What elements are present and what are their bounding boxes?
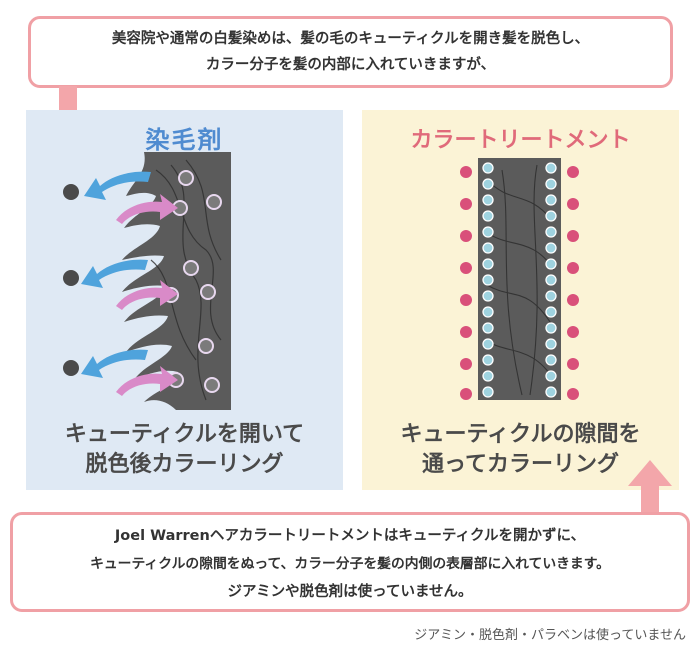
color-treatment-illustration [460,158,579,400]
color-treatment-caption-line-1: キューティクルの隙間を [400,422,641,447]
hair-dye-illustration [63,152,231,410]
hair-dye-panel: 染毛剤 キューティクルを開いて 脱色後カラーリング [26,110,343,490]
hair-dye-caption: キューティクルを開いて 脱色後カラーリング [26,420,343,480]
top-callout-line-1: 美容院や通常の白髪染めは、髪の毛のキューティクルを開き髪を脱色し、 [111,31,590,47]
hair-dye-caption-line-1: キューティクルを開いて [64,422,305,447]
pink-dot-column [460,166,579,400]
top-callout: 美容院や通常の白髪染めは、髪の毛のキューティクルを開き髪を脱色し、 カラー分子を… [28,16,673,88]
up-arrow-icon [628,460,672,516]
footnote: ジアミン・脱色剤・パラベンは使っていません [414,628,686,643]
color-treatment-caption: キューティクルの隙間を 通ってカラーリング [362,420,679,480]
cyan-dot-column [482,162,557,398]
color-treatment-panel: カラートリートメント キューティクルの隙間を 通ってカラーリング [362,110,679,490]
hair-dye-caption-line-2: 脱色後カラーリング [85,452,284,477]
bottom-callout-line-3: ジアミンや脱色剤は使っていません。 [227,584,473,600]
bottom-callout-line-2: キューティクルの隙間をぬって、カラー分子を髪の内側の表層部に入れていきます。 [90,556,610,572]
top-callout-line-2: カラー分子を髪の内部に入れていきますが、 [205,57,496,73]
bottom-callout: Joel Warrenヘアカラートリートメントはキューティクルを開かずに、 キュ… [10,512,690,612]
color-treatment-title: カラートリートメント [410,128,631,153]
bottom-callout-line-1: Joel Warrenヘアカラートリートメントはキューティクルを開かずに、 [114,528,586,544]
hair-dye-title: 染毛剤 [145,126,224,154]
color-treatment-caption-line-2: 通ってカラーリング [422,452,619,477]
